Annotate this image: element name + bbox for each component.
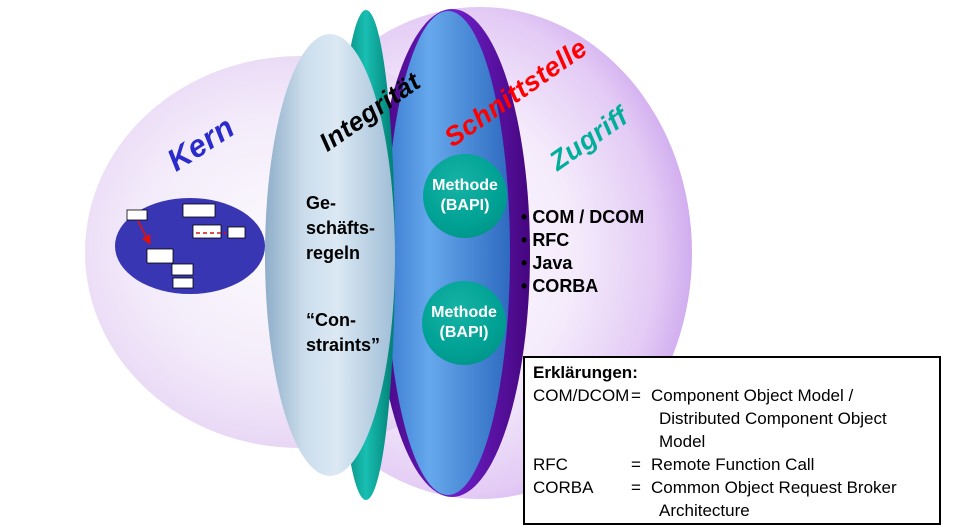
legend-title: Erklärungen: xyxy=(533,363,638,382)
legend-term: COM/DCOM xyxy=(533,386,630,405)
mini-object-rect xyxy=(146,248,174,264)
legend-equals: = xyxy=(631,478,641,497)
methode-bapi-circle-2: Methode (BAPI) xyxy=(422,281,506,365)
list-item-corba: CORBA xyxy=(521,275,644,298)
mini-object-rect xyxy=(192,224,222,239)
mini-red-arrow xyxy=(137,220,151,245)
legend-box: Erklärungen: COM/DCOM = Component Object… xyxy=(523,356,941,525)
mini-object-rect xyxy=(182,203,216,218)
constraints-text: “Con- straints” xyxy=(306,310,381,355)
legend-term: RFC xyxy=(533,455,568,474)
legend-definition: Component Object Model / Distributed Com… xyxy=(651,384,931,453)
list-item-java: Java xyxy=(521,252,644,275)
integritaet-band-shape xyxy=(265,34,395,476)
legend-definition-line: Remote Function Call xyxy=(651,455,815,474)
legend-equals: = xyxy=(631,386,641,405)
legend-term: CORBA xyxy=(533,478,594,497)
legend-equals: = xyxy=(631,455,641,474)
legend-definition-line: Component Object Model / xyxy=(651,386,854,405)
geschaeftsregeln-text: Ge- schäfts- regeln xyxy=(306,193,376,263)
legend-definition-line: Architecture xyxy=(659,501,750,520)
mini-object-rect xyxy=(171,263,194,276)
kern-core-mini-diagram xyxy=(115,198,265,294)
legend-definition-line: Common Object Request Broker xyxy=(651,478,897,497)
legend-definition-line: Distributed Component Object xyxy=(659,409,887,428)
access-technologies-list: COM / DCOM RFC Java CORBA xyxy=(521,206,644,298)
list-item-rfc: RFC xyxy=(521,229,644,252)
mini-object-rect xyxy=(227,226,246,239)
list-item-com-dcom: COM / DCOM xyxy=(521,206,644,229)
mini-object-rect xyxy=(126,209,148,221)
legend-definition-line: Model xyxy=(659,432,706,451)
methode-bapi-circle-1: Methode (BAPI) xyxy=(423,154,507,238)
legend-definition: Remote Function Call xyxy=(651,453,931,476)
legend-row-com-dcom: COM/DCOM = Component Object Model / Dist… xyxy=(533,384,931,453)
core-ellipse xyxy=(115,198,265,294)
mini-object-rect xyxy=(172,277,194,289)
legend-row-corba: CORBA = Common Object Request Broker Arc… xyxy=(533,476,931,522)
schnittstelle-band-shape xyxy=(386,11,510,495)
legend-row-rfc: RFC = Remote Function Call xyxy=(533,453,931,476)
legend-definition: Common Object Request Broker Architectur… xyxy=(651,476,931,522)
